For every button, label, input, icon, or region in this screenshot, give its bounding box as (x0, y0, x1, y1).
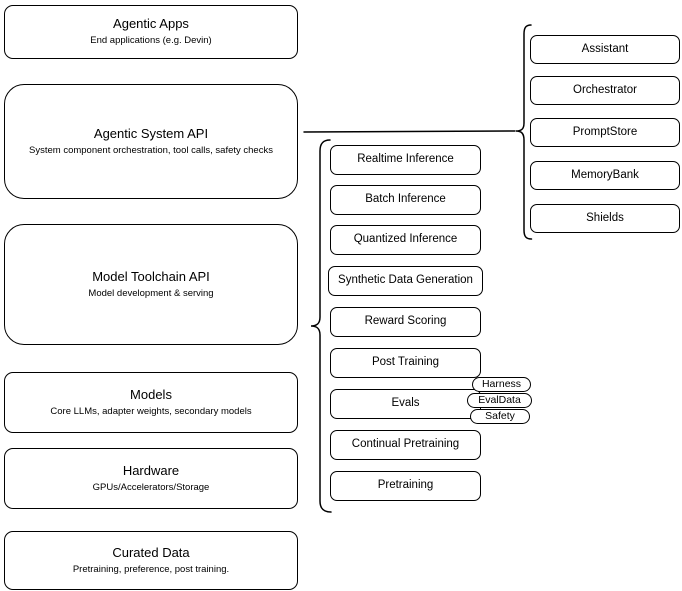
pill-evaldata: EvalData (467, 393, 532, 408)
node-subtitle: Core LLMs, adapter weights, secondary mo… (50, 405, 252, 417)
node-quantized-inference: Quantized Inference (330, 225, 481, 255)
node-title: Agentic System API (93, 125, 209, 141)
node-promptstore: PromptStore (530, 118, 680, 147)
node-subtitle: GPUs/Accelerators/Storage (92, 481, 210, 493)
node-subtitle: System component orchestration, tool cal… (29, 144, 273, 156)
node-agentic-system-api: Agentic System API System component orch… (4, 84, 298, 199)
node-label: Orchestrator (573, 83, 637, 96)
node-label: Post Training (371, 356, 440, 369)
node-evals: Evals (330, 389, 481, 419)
node-label: Quantized Inference (353, 233, 458, 246)
node-model-toolchain-api: Model Toolchain API Model development & … (4, 224, 298, 345)
node-title: Curated Data (112, 544, 190, 560)
node-title: Agentic Apps (113, 16, 189, 32)
connector-systemapi-to-components (303, 130, 516, 133)
node-label: Realtime Inference (357, 153, 454, 166)
node-label: Pretraining (377, 479, 434, 492)
node-post-training: Post Training (330, 348, 481, 378)
node-label: Assistant (581, 42, 629, 55)
node-label: Continual Pretraining (351, 438, 460, 451)
node-label: Synthetic Data Generation (338, 274, 473, 287)
node-subtitle: Model development & serving (88, 287, 214, 299)
node-subtitle: Pretraining, preference, post training. (72, 563, 230, 575)
node-title: Model Toolchain API (92, 268, 210, 284)
pill-safety: Safety (470, 409, 530, 424)
node-pretraining: Pretraining (330, 471, 481, 501)
node-models: Models Core LLMs, adapter weights, secon… (4, 372, 298, 433)
pill-harness: Harness (472, 377, 531, 392)
node-hardware: Hardware GPUs/Accelerators/Storage (4, 448, 298, 509)
node-memorybank: MemoryBank (530, 161, 680, 190)
node-reward-scoring: Reward Scoring (330, 307, 481, 337)
pill-label: Safety (485, 410, 515, 423)
node-agentic-apps: Agentic Apps End applications (e.g. Devi… (4, 5, 298, 59)
node-label: Shields (586, 211, 624, 224)
node-orchestrator: Orchestrator (530, 76, 680, 105)
node-realtime-inference: Realtime Inference (330, 145, 481, 175)
pill-label: EvalData (478, 394, 521, 407)
node-shields: Shields (530, 204, 680, 233)
node-continual-pretraining: Continual Pretraining (330, 430, 481, 460)
node-batch-inference: Batch Inference (330, 185, 481, 215)
node-label: Batch Inference (365, 193, 446, 206)
node-synthetic-data-generation: Synthetic Data Generation (328, 266, 483, 296)
brace-toolchain (310, 139, 332, 513)
node-label: Evals (391, 397, 420, 410)
pill-label: Harness (481, 378, 522, 391)
node-label: PromptStore (572, 125, 638, 138)
node-title: Models (130, 386, 172, 402)
node-assistant: Assistant (530, 35, 680, 64)
node-curated-data: Curated Data Pretraining, preference, po… (4, 531, 298, 590)
node-label: Reward Scoring (364, 315, 447, 328)
node-label: MemoryBank (571, 168, 639, 181)
node-title: Hardware (122, 462, 180, 478)
node-subtitle: End applications (e.g. Devin) (90, 35, 212, 47)
